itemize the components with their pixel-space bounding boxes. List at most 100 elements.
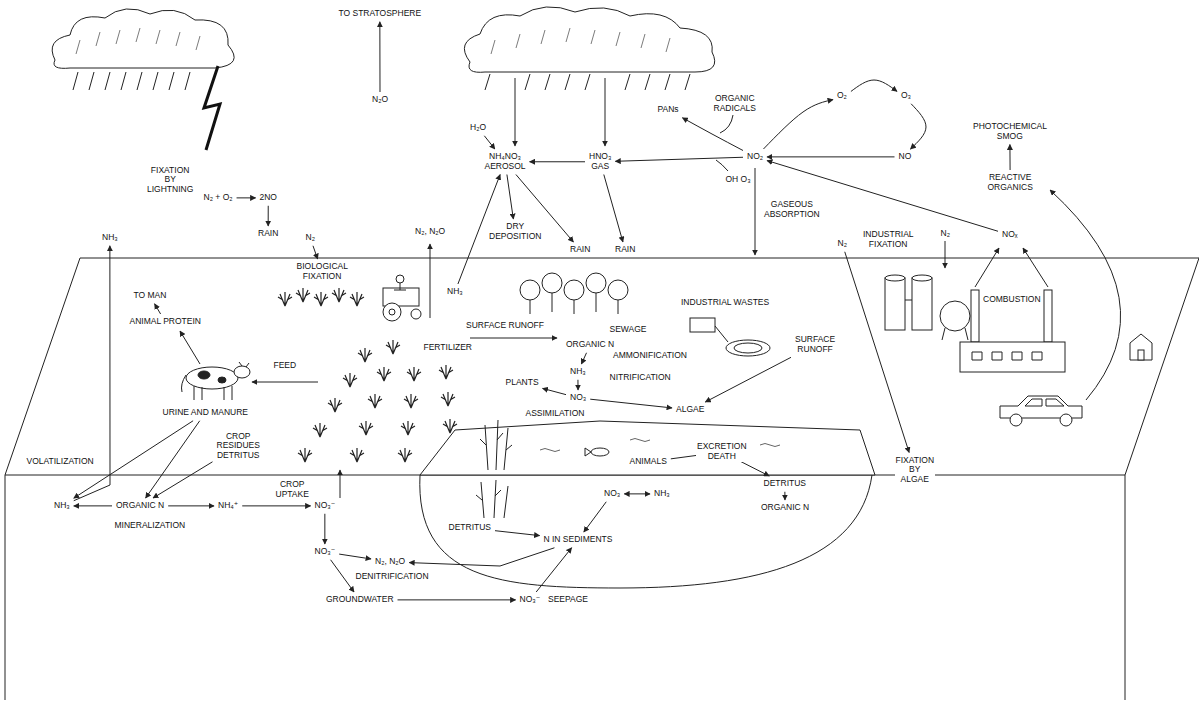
node-text: NH₄NO₃ [485, 152, 526, 162]
reeds [480, 420, 512, 470]
flow-arrow [845, 252, 909, 453]
fixation-plant [912, 275, 932, 281]
crop-rows [328, 398, 342, 412]
species-label: N₂O [371, 95, 389, 105]
house [1138, 350, 1144, 360]
crop-rows [298, 448, 312, 462]
flow-arrow [581, 353, 586, 364]
flow-arrow [577, 380, 578, 390]
flow-arrow [379, 22, 380, 92]
rain-cloud [485, 74, 690, 90]
node-text: URINE AND MANURE [163, 408, 248, 418]
node-text: TO MAN [134, 291, 167, 301]
node-text: NH₄⁺ [218, 501, 238, 511]
node-text: NO₃⁻ [315, 501, 336, 511]
species-label: NO₃ [569, 393, 587, 403]
flow-arrow [313, 246, 318, 259]
crop-rows [407, 367, 421, 381]
crop-rows [359, 421, 373, 435]
flow-arrow [237, 197, 256, 198]
flow-arrow [1050, 190, 1121, 400]
species-label: N₂, N₂O [414, 227, 446, 237]
node-text: FIXATION BY ALGAE [896, 456, 935, 485]
node-text: NO₃ [570, 393, 586, 403]
node-text: DETRITUS [449, 523, 492, 533]
node-text: N₂ [838, 239, 847, 249]
rain-cloud [464, 7, 714, 72]
crop-rows [298, 340, 459, 462]
species-label: N₂ + O₂ [203, 193, 234, 203]
process-label: CROP UPTAKE [275, 480, 310, 500]
flow-arrow [268, 206, 269, 226]
node-text: N₂ [306, 233, 315, 243]
species-label: HNO₃GAS [588, 152, 612, 172]
flow-arrow [784, 492, 785, 500]
tractor [389, 309, 395, 315]
species-label: N₂, N₂O [374, 557, 406, 567]
tractor [394, 283, 406, 290]
node-text: RAIN [570, 245, 590, 255]
process-label: INDUSTRIAL FIXATION [862, 230, 914, 250]
legume-plants [332, 288, 346, 302]
flow-arrow [851, 80, 897, 91]
trees [542, 273, 562, 293]
species-label: RAIN [257, 229, 279, 239]
car [1060, 414, 1072, 426]
node-text: PLANTS [506, 378, 539, 388]
crop-rows [401, 421, 415, 435]
species-label: PANs [657, 105, 680, 115]
species-label: O₂ [836, 91, 848, 101]
lightning-bolt [204, 66, 220, 150]
node-text: REACTIVE ORGANICS [988, 173, 1033, 193]
node-text: NO [899, 152, 912, 162]
factory [960, 342, 1065, 372]
ground-plane [5, 258, 1199, 700]
fixation-plant [905, 300, 968, 340]
species-label: RAIN [614, 245, 636, 255]
process-label: OH O₃ [725, 175, 752, 185]
cow [218, 377, 226, 383]
crop-rows [313, 423, 327, 437]
species-label: N₂ [837, 239, 848, 249]
flow-arrow [484, 136, 495, 149]
process-label: FIXATION BY LIGHTNING [146, 166, 194, 195]
node-text: GAS [589, 162, 611, 172]
species-label: N₂ [940, 229, 951, 239]
node-text: ORGANIC N [566, 340, 614, 350]
node-text: ORGANIC RADICALS [714, 94, 757, 114]
node-text: NH₃ [570, 367, 586, 377]
storm-cloud [52, 9, 234, 90]
factory [972, 352, 1042, 360]
trees [564, 280, 584, 300]
flow-arrow [584, 502, 606, 532]
tractor [396, 275, 404, 283]
flow-arrow [705, 357, 791, 402]
process-label: MINERALIZATION [114, 521, 187, 531]
fixation-plant [885, 278, 905, 330]
sewage-plant [726, 340, 770, 356]
crop-rows [439, 365, 453, 379]
species-label: NO₃⁻ [314, 547, 337, 557]
reaction-curve [716, 160, 728, 171]
process-label: GASEOUS ABSORPTION [763, 200, 821, 220]
process-label: ASSIMILATION [525, 409, 586, 419]
crop-rows [368, 394, 382, 408]
flow-arrow [530, 161, 585, 162]
lightning-bolt [204, 66, 220, 150]
process-label: SEWAGE [609, 325, 648, 335]
flow-arrow [910, 104, 926, 149]
factory [1044, 290, 1052, 342]
flow-arrow [324, 514, 325, 544]
crop-rows [358, 348, 372, 362]
species-label: NH₄⁺ [217, 501, 239, 511]
factory [960, 290, 1065, 372]
crop-rows [386, 340, 400, 354]
species-label: REACTIVE ORGANICS [987, 173, 1034, 193]
species-label: NO₃⁻ [519, 595, 542, 605]
node-text: ORGANIC N [116, 501, 164, 511]
node-text: NH₃ [654, 489, 670, 499]
node-text: O₃ [901, 91, 911, 101]
node-text: GROUNDWATER [326, 595, 394, 605]
species-label: 2NO [259, 193, 278, 203]
